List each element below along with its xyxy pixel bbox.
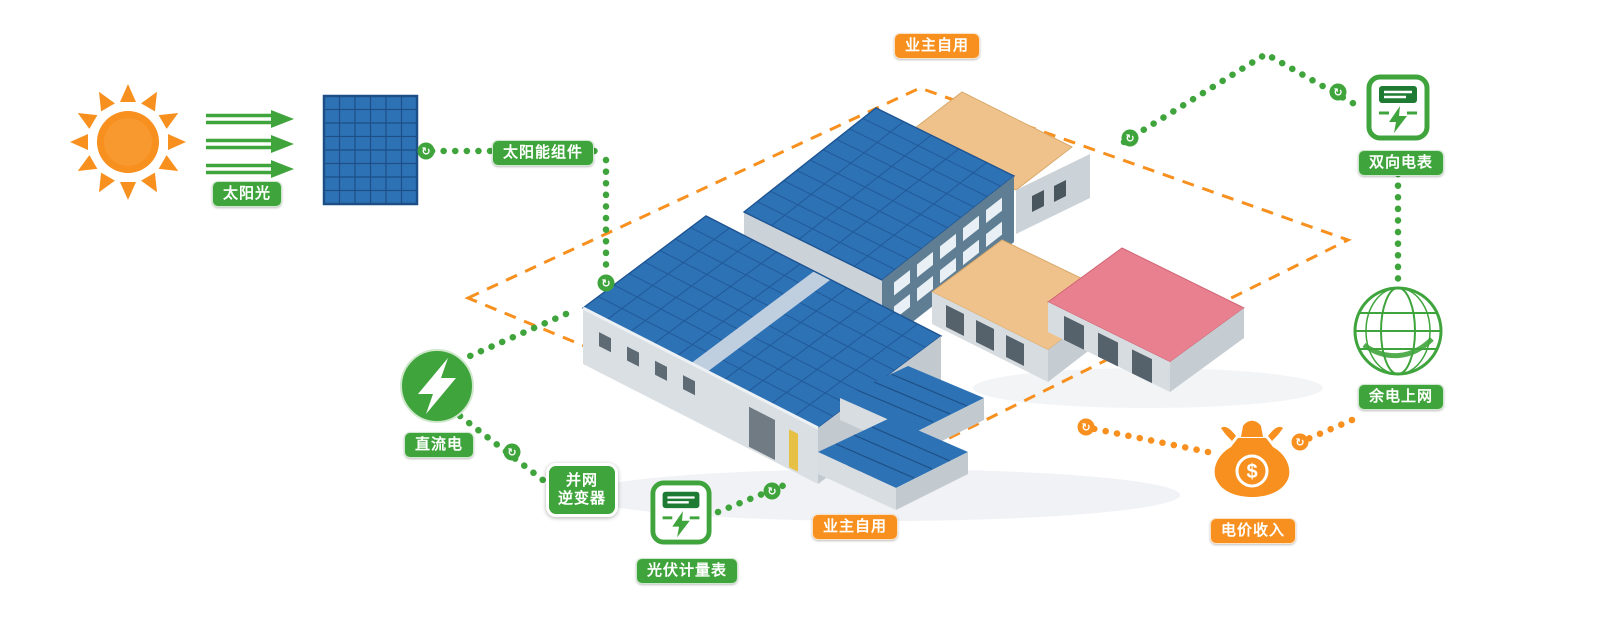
bidirectional-meter-icon: [1369, 77, 1427, 138]
sunlight-arrows-icon: [206, 110, 294, 178]
svg-text:↻: ↻: [1125, 133, 1134, 145]
building-rear-warehouse: [905, 91, 1090, 234]
dc-power-icon: [400, 349, 474, 423]
grid-inverter-label-line2: 逆变器: [558, 490, 607, 507]
svg-text:↻: ↻: [421, 146, 430, 158]
pv-meter-icon: [653, 483, 709, 542]
connector-income-to-building: [1086, 424, 1212, 456]
flow-arrow-icon: ↻: [1121, 129, 1139, 147]
svg-text:$: $: [1246, 461, 1257, 483]
solar-panel-icon: [322, 94, 419, 206]
power-grid-globe-icon: [1353, 286, 1443, 376]
grid-inverter-label: 并网 逆变器: [546, 463, 619, 517]
connector-building-to-bidirectional-meter: [1120, 50, 1362, 146]
surplus-to-grid-label: 余电上网: [1358, 384, 1445, 410]
svg-text:↻: ↻: [1333, 87, 1342, 99]
money-bag-icon: $: [1214, 420, 1290, 497]
flow-arrow-icon: ↻: [417, 142, 435, 160]
solar-module-label: 太阳能组件: [492, 140, 595, 166]
flow-arrow-icon: ↻: [763, 482, 781, 500]
svg-text:↻: ↻: [767, 486, 776, 498]
connector-meter-to-building: [714, 478, 796, 516]
flow-arrow-icon: ↻: [1291, 433, 1309, 451]
flow-arrow-icon: ↻: [1329, 83, 1347, 101]
dc-power-label: 直流电: [404, 432, 475, 458]
sunlight-label: 太阳光: [212, 181, 283, 207]
owner-self-use-bottom-label: 业主自用: [812, 514, 899, 540]
shed-2: [818, 418, 968, 510]
pv-meter-label: 光伏计量表: [636, 558, 739, 584]
connector-grid-to-income: [1292, 416, 1356, 448]
tariff-income-label: 电价收入: [1210, 518, 1297, 544]
grid-inverter-label-line1: 并网: [566, 472, 599, 489]
flow-arrow-icon: ↻: [597, 274, 615, 292]
svg-text:↻: ↻: [507, 447, 516, 459]
svg-text:↻: ↻: [1295, 437, 1304, 449]
sun-icon: [70, 84, 186, 200]
building-warehouse-pink: [1047, 247, 1245, 392]
connector-roof-to-dc: [466, 310, 570, 360]
owner-self-use-top-label: 业主自用: [894, 33, 981, 59]
bidirectional-meter-label: 双向电表: [1358, 150, 1445, 176]
flow-arrow-icon: ↻: [503, 443, 521, 461]
flow-arrow-icon: ↻: [1077, 418, 1095, 436]
svg-text:↻: ↻: [1081, 422, 1090, 434]
svg-text:↻: ↻: [601, 278, 610, 290]
